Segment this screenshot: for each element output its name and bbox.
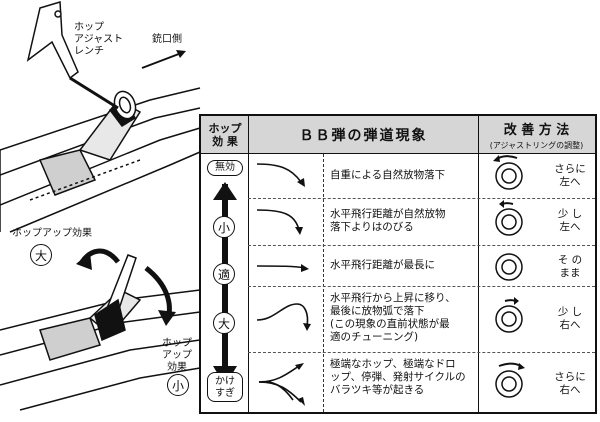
- trajectory-row-4: [256, 303, 309, 327]
- rotate-right-arrow: [144, 266, 172, 319]
- trajectory-row-5b: [258, 381, 302, 403]
- method-row-5: さらに 右へ: [554, 371, 586, 396]
- dashed-divider: [323, 154, 324, 412]
- header-method-subtitle: (アジャストリングの調整): [489, 141, 584, 150]
- scale-excessive: かけ すぎ: [207, 372, 243, 402]
- trajectory-row-5c: [258, 380, 294, 401]
- upper-barrel-assembly: [0, 87, 201, 233]
- adjust-ring-icon-3: [495, 253, 523, 281]
- hop-effect-small-mark: 小: [167, 374, 189, 396]
- trajectory-row-5a: [258, 365, 300, 383]
- adjust-ring-icon-2: [495, 208, 523, 236]
- header-improvement: 改 善 方 法 (アジャストリングの調整): [478, 116, 595, 154]
- phenomenon-row-3: 水平飛行距離が最長に: [330, 259, 435, 271]
- hop-effect-big-mark: 大: [30, 244, 52, 266]
- scale-proper: 適: [213, 263, 235, 285]
- muzzle-label: 銃口側: [152, 34, 182, 45]
- muzzle-direction-arrow: [141, 51, 185, 69]
- rotate-left-big-icon: [496, 155, 518, 160]
- phenomenon-row-1: 自重による自然放物落下: [330, 169, 446, 181]
- phenomenon-row-5: 極端なホップ、極端なドロ ップ、停弾、発射サイクルの バラツキ等が起きる: [330, 358, 466, 396]
- hop-effect-label: ホップアップ効果: [12, 228, 92, 239]
- header-divider: [201, 153, 595, 154]
- hop-adjust-wrench: [26, 1, 119, 110]
- row-divider: [248, 352, 595, 353]
- method-row-4: 少 し 右へ: [557, 306, 583, 331]
- row-divider: [248, 286, 595, 287]
- row-divider: [248, 198, 595, 199]
- method-row-2: 少 し 左へ: [557, 208, 583, 233]
- adjust-ring-icon-5: [495, 370, 523, 398]
- scale-small: 小: [213, 216, 235, 238]
- scale-big: 大: [213, 312, 235, 334]
- phenomenon-row-4: 水平飛行から上昇に移り、 最後に放物弧で落下 (この現象の直前状態が最 適のチュ…: [330, 292, 456, 343]
- rotate-left-small-icon: [502, 202, 514, 205]
- adjust-ring-icons: [493, 155, 525, 398]
- header-phenomenon: ＢＢ弾の弾道現象: [249, 116, 478, 154]
- adjust-ring-icon-4: [495, 305, 523, 333]
- trajectory-curves: [256, 163, 311, 406]
- adjust-ring-icon-1: [495, 162, 523, 190]
- method-row-1: さらに 左へ: [554, 163, 586, 188]
- ballistics-table: ホップ 効 果 ＢＢ弾の弾道現象 改 善 方 法 (アジャストリングの調整) 無…: [199, 114, 597, 414]
- scale-none: 無効: [207, 160, 243, 176]
- trajectory-row-1: [256, 163, 302, 183]
- method-row-3: そ の まま: [557, 254, 583, 279]
- small-hop-effect-label: ホップ アップ 効果: [162, 338, 192, 373]
- header-hop-effect: ホップ 効 果: [201, 116, 249, 154]
- row-divider: [248, 245, 595, 246]
- rotate-right-big-icon: [498, 362, 522, 367]
- trajectory-row-3: [256, 265, 306, 269]
- rotate-right-small-icon: [504, 299, 516, 302]
- trajectory-row-2: [256, 209, 300, 231]
- lower-wrench: [94, 254, 137, 342]
- grid-line: [478, 116, 479, 412]
- hop-adjust-illustration: [0, 1, 201, 411]
- wrench-label: ホップ アジャスト レンチ: [74, 22, 124, 57]
- grid-line: [248, 116, 249, 412]
- header-method-title: 改 善 方 法: [503, 123, 570, 138]
- phenomenon-row-2: 水平飛行距離が自然放物 落下よりはのびる: [330, 208, 446, 233]
